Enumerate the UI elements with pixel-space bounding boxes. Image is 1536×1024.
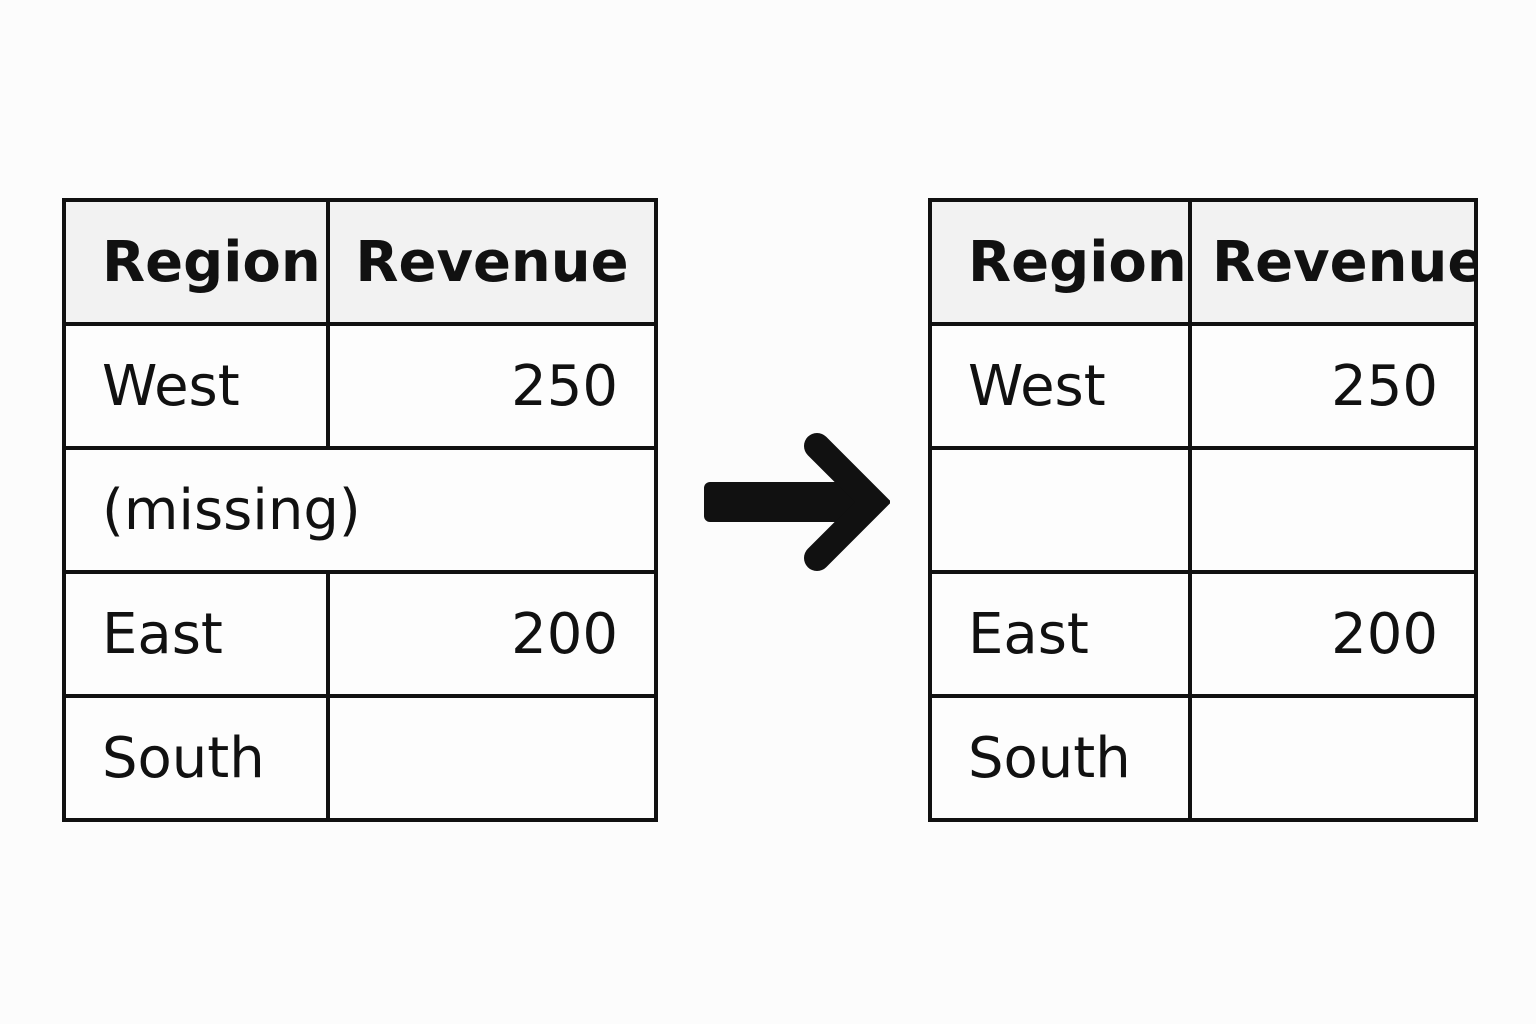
cell-region [928,446,1192,574]
cell-revenue [1188,694,1478,822]
header-region: Region [62,198,330,326]
table-row: East 200 [928,570,1478,698]
table-row: South [62,694,658,822]
cell-missing: (missing) [62,446,658,574]
table-row: South [928,694,1478,822]
cell-region: West [62,322,330,450]
table-row: West 250 [62,322,658,450]
header-revenue: Revenue [326,198,658,326]
header-row: Region Revenue [62,198,658,326]
cell-revenue: 250 [326,322,658,450]
header-revenue: Revenue [1188,198,1478,326]
header-row: Region Revenue [928,198,1478,326]
table-row: East 200 [62,570,658,698]
cell-revenue: 200 [326,570,658,698]
cell-region: East [62,570,330,698]
cell-revenue: 250 [1188,322,1478,450]
table-after: Region Revenue West 250 East 200 South [928,198,1478,822]
cell-revenue: 200 [1188,570,1478,698]
table-row: (missing) [62,446,658,574]
cell-region: West [928,322,1192,450]
right-arrow-icon [704,433,890,571]
cell-region: South [928,694,1192,822]
table-before: Region Revenue West 250 (missing) East 2… [62,198,658,822]
header-region: Region [928,198,1192,326]
table-row: West 250 [928,322,1478,450]
cell-revenue [326,694,658,822]
table-row [928,446,1478,574]
cell-region: South [62,694,330,822]
cell-region: East [928,570,1192,698]
cell-revenue [1188,446,1478,574]
